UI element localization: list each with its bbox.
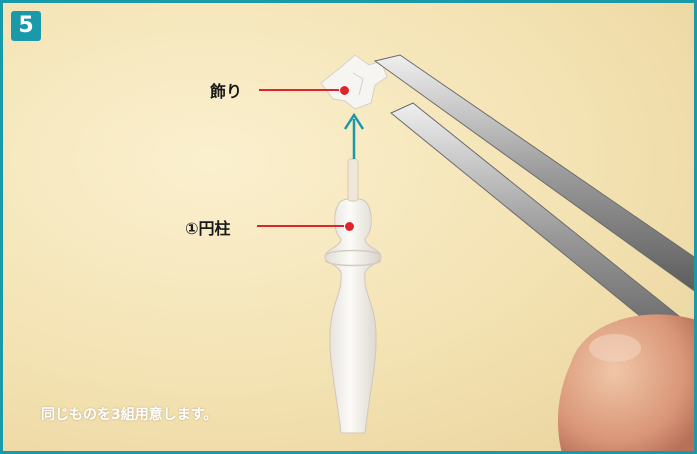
flower-decoration: [320, 54, 388, 110]
decoration-leader-line: [259, 89, 343, 91]
decoration-leader-dot: [339, 85, 350, 96]
step-number-badge: 5: [11, 11, 41, 41]
caption-text: 同じものを3組用意します。: [41, 407, 218, 423]
up-arrow-icon: [343, 112, 365, 159]
fingertip: [558, 314, 694, 451]
cylinder-leader-dot: [344, 221, 355, 232]
cylinder-label: ①円柱: [185, 219, 231, 238]
photo-scene: [320, 54, 694, 451]
cylinder-leader-line: [257, 225, 347, 227]
tweezers: [373, 54, 694, 361]
decoration-label: 飾り: [210, 82, 243, 101]
clay-column: [324, 158, 382, 434]
